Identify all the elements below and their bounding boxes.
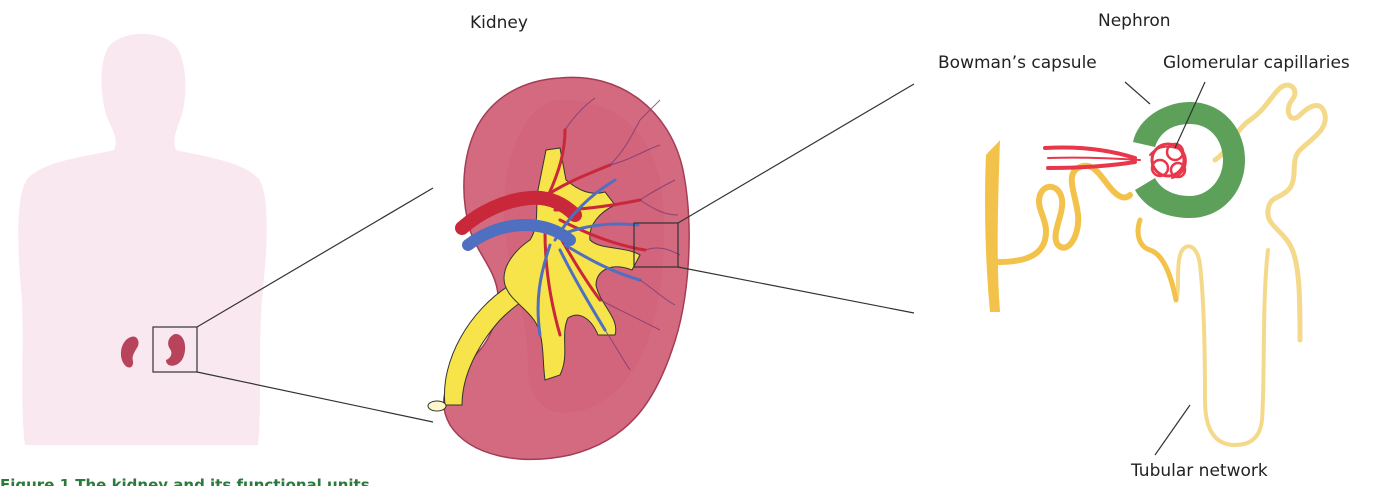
- kidney-label: Kidney: [470, 15, 528, 32]
- distal-tubule: [998, 166, 1130, 262]
- body-silhouette: [18, 34, 267, 445]
- nephron-label: Nephron: [1098, 13, 1171, 30]
- tubule-network: [998, 85, 1325, 445]
- tubular-network-label: Tubular network: [1131, 463, 1268, 480]
- pointer-tubular: [1155, 405, 1190, 455]
- zoom-line-bottom-2: [678, 267, 914, 313]
- glomerulus: [1045, 144, 1186, 178]
- silhouette-shape: [18, 34, 267, 445]
- large-kidney: [428, 77, 689, 459]
- pointer-bowman: [1125, 82, 1150, 104]
- zoom-line-top-2: [678, 84, 914, 223]
- glomerular-capillaries-label: Glomerular capillaries: [1163, 55, 1350, 72]
- zoom-lines-kidney: [678, 84, 914, 313]
- collecting-duct: [985, 140, 1000, 312]
- loop-connector: [1138, 220, 1176, 300]
- figure-caption: Figure 1 The kidney and its functional u…: [0, 478, 370, 486]
- loop-of-henle: [1176, 246, 1268, 445]
- ureter-end: [428, 401, 446, 411]
- bowmans-capsule-shape: [1133, 102, 1245, 218]
- nephron: [985, 82, 1325, 455]
- bowmans-capsule-label: Bowman’s capsule: [938, 55, 1097, 72]
